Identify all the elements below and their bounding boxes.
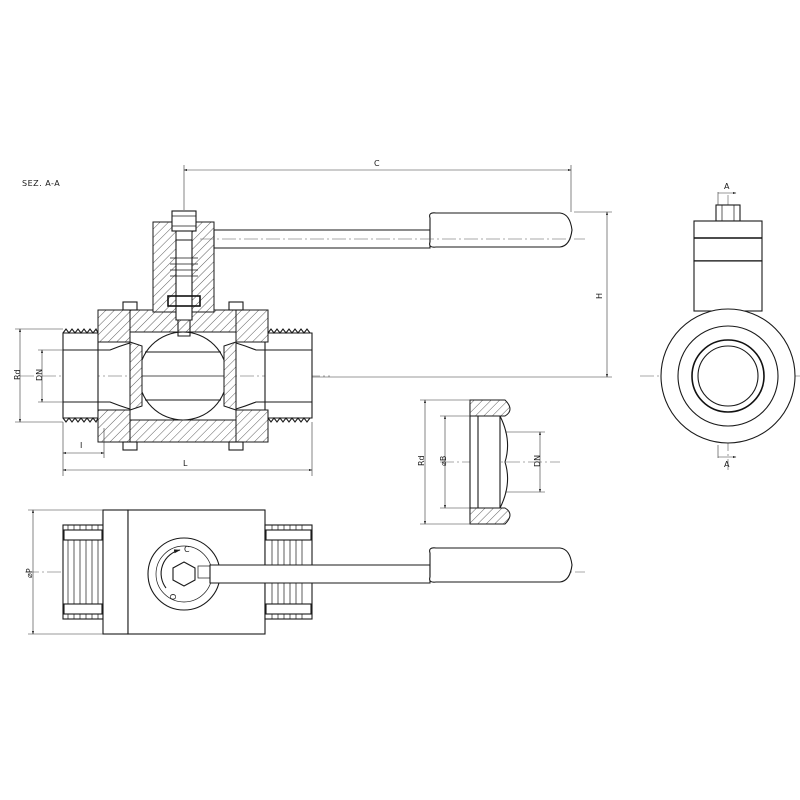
plate-open-marking: O	[169, 594, 178, 600]
section-marker-bottom: A	[724, 460, 730, 469]
section-marker-top: A	[724, 182, 730, 191]
dimension-dn-fitting-label: DN	[533, 455, 542, 467]
dimension-h-label: H	[595, 293, 604, 299]
fitting-detail-view: Rd ⌀B DN	[417, 399, 560, 525]
dimension-rd-main-label: Rd	[13, 369, 22, 380]
dimension-l: L	[62, 422, 313, 476]
dimension-b-label: ⌀B	[439, 456, 448, 466]
top-view: C O ⌀P	[25, 509, 585, 635]
dimension-dn-main-label: DN	[35, 369, 44, 381]
dimension-c-label: C	[374, 159, 380, 168]
dimension-rd-fitting-label: Rd	[417, 455, 426, 466]
dimension-i-label: I	[80, 441, 82, 450]
dimension-c: C	[183, 159, 572, 212]
section-title: SEZ. A-A	[22, 179, 60, 188]
dimension-l-label: L	[183, 459, 188, 468]
dimension-p-label: ⌀P	[25, 568, 34, 578]
side-view: A A	[640, 182, 800, 470]
dimension-h: H	[312, 211, 612, 378]
dimension-dn-main: DN	[35, 349, 63, 403]
dimension-i: I	[62, 422, 105, 476]
section-view	[20, 210, 585, 451]
plate-close-marking: C	[184, 545, 190, 554]
dimension-rd-main: Rd	[13, 328, 63, 423]
